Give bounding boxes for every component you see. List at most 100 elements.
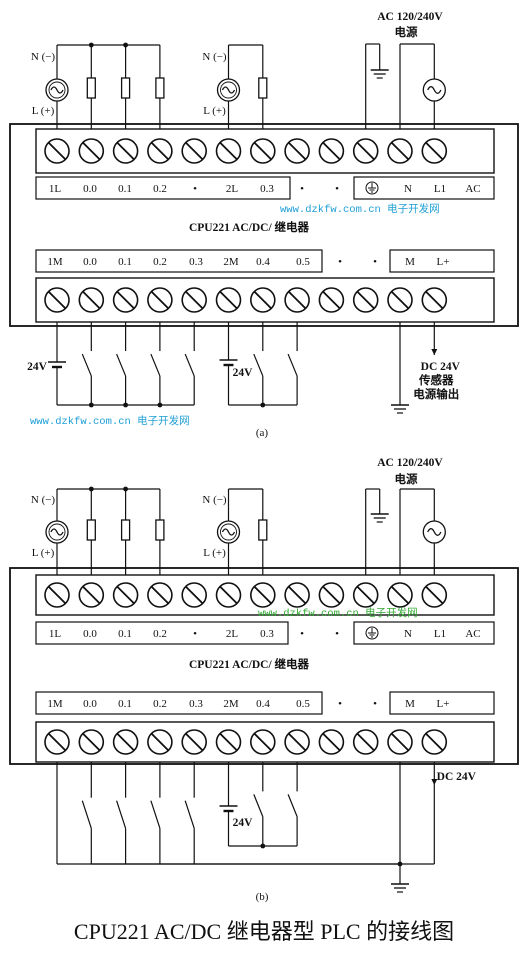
screw-slot <box>47 585 67 605</box>
unused-terminal-dot: • <box>373 698 377 710</box>
input-switch-5 <box>253 322 264 405</box>
terminal-label-top: AC <box>465 183 480 195</box>
screw-terminal-icon <box>147 729 173 755</box>
screw-slot <box>47 290 67 310</box>
terminal-label-bottom: 0.0 <box>83 698 97 710</box>
terminal-label-top: 0.1 <box>118 183 132 195</box>
ac-source-inner-ring <box>220 81 237 99</box>
terminal-label-top: 0.3 <box>260 628 274 640</box>
screw-slot <box>322 585 341 605</box>
earth-circle <box>365 626 379 640</box>
load-resistor <box>120 77 131 99</box>
screw-terminal-icon <box>421 287 448 313</box>
screw-terminal-icon <box>249 138 276 164</box>
screw-slot <box>150 141 170 161</box>
output-load-1 <box>86 519 96 541</box>
unused-terminal-dot: • <box>335 183 339 195</box>
screw-slot <box>390 141 410 161</box>
terminal-label-bottom: 1M <box>47 256 63 268</box>
terminal-label-top: 0.2 <box>153 183 167 195</box>
input-switch-2 <box>116 762 127 864</box>
dc-output-label: DC 24V <box>437 771 477 783</box>
bottom-label-box-left <box>35 691 323 715</box>
dc24v-battery-icon <box>219 805 238 813</box>
figure-caption: CPU221 AC/DC 继电器型 PLC 的接线图 <box>73 919 455 944</box>
terminal-label-bottom: 0.4 <box>256 256 270 268</box>
load-resistor <box>258 77 268 99</box>
earth-terminal-icon <box>365 626 379 640</box>
input-switch-2 <box>116 322 127 405</box>
top-label-box-left <box>35 176 291 200</box>
terminal-label-bottom: 0.5 <box>296 256 310 268</box>
unused-terminal-dot: • <box>373 256 377 268</box>
screw-slot <box>390 290 410 310</box>
output-load-4 <box>258 519 268 541</box>
earth-terminal-icon <box>365 181 379 195</box>
screw-slot <box>356 141 375 161</box>
screw-terminal-icon <box>78 729 105 755</box>
switch-blade <box>287 353 298 377</box>
ac-supply-label-cn: 电源 <box>395 25 418 39</box>
terminal-label-top: L1 <box>434 628 446 640</box>
input-switch-3 <box>150 762 161 864</box>
terminal-label-bottom: 0.1 <box>118 698 132 710</box>
bottom-label-box-left <box>35 249 323 273</box>
l-plus-label: L (+) <box>32 105 55 117</box>
load-resistor <box>258 519 268 541</box>
dc-output-label: DC 24V <box>421 361 461 373</box>
bottom-label-box-power <box>389 249 495 273</box>
junction-dot <box>260 843 266 849</box>
output-load-4 <box>258 77 268 99</box>
junction-dot <box>88 402 94 408</box>
screw-terminal-icon <box>147 287 173 313</box>
ground-icon <box>370 69 389 79</box>
load-resistor <box>120 519 131 541</box>
ac-load-source-icon <box>216 520 241 544</box>
screw-slot <box>116 732 135 752</box>
input-supply-label: 24V <box>233 817 254 829</box>
screw-terminal-icon <box>318 729 345 755</box>
ac-source-inner-ring <box>220 523 237 541</box>
junction-dot <box>123 402 128 408</box>
ac-source-inner-ring <box>48 81 66 99</box>
screw-slot <box>287 141 307 161</box>
screw-terminal-icon <box>78 287 105 313</box>
terminal-label-bottom: M <box>405 698 415 710</box>
switch-blade <box>150 353 161 377</box>
screw-terminal-icon <box>318 582 345 608</box>
terminal-label-top: 1L <box>49 628 62 640</box>
plc-model-label: CPU221 AC/DC/ 继电器 <box>189 220 310 234</box>
unused-terminal-dot: • <box>193 628 197 640</box>
terminal-label-bottom: 0.2 <box>153 698 167 710</box>
input-switch-4 <box>184 322 195 405</box>
ground-icon <box>370 513 389 523</box>
terminal-label-bottom: 0.2 <box>153 256 167 268</box>
ac-load-source-icon <box>45 78 69 102</box>
terminal-label-top: N <box>404 183 412 195</box>
screw-slot <box>356 585 375 605</box>
screw-terminal-icon <box>215 287 242 313</box>
switch-blade <box>184 800 195 829</box>
load-resistor <box>155 77 165 99</box>
screw-slot <box>150 290 170 310</box>
screw-terminal-icon <box>44 138 70 164</box>
n-minus-label: N (−) <box>202 494 227 506</box>
unused-terminal-dot: • <box>300 628 304 640</box>
screw-slot <box>253 290 273 310</box>
screw-terminal-icon <box>181 582 207 608</box>
terminal-label-top: 1L <box>49 183 62 195</box>
screw-slot <box>253 732 273 752</box>
screw-terminal-icon <box>284 729 310 755</box>
screw-slot <box>47 732 67 752</box>
screw-terminal-icon <box>215 729 242 755</box>
screw-slot <box>425 732 444 752</box>
screw-slot <box>82 732 101 752</box>
output-load-3 <box>155 77 165 99</box>
screw-terminal-icon <box>387 729 413 755</box>
sine-wave <box>427 528 442 536</box>
ground-icon <box>391 883 409 893</box>
terminal-label-top: N <box>404 628 412 640</box>
output-load-2 <box>120 519 131 541</box>
sine-wave <box>50 86 64 94</box>
